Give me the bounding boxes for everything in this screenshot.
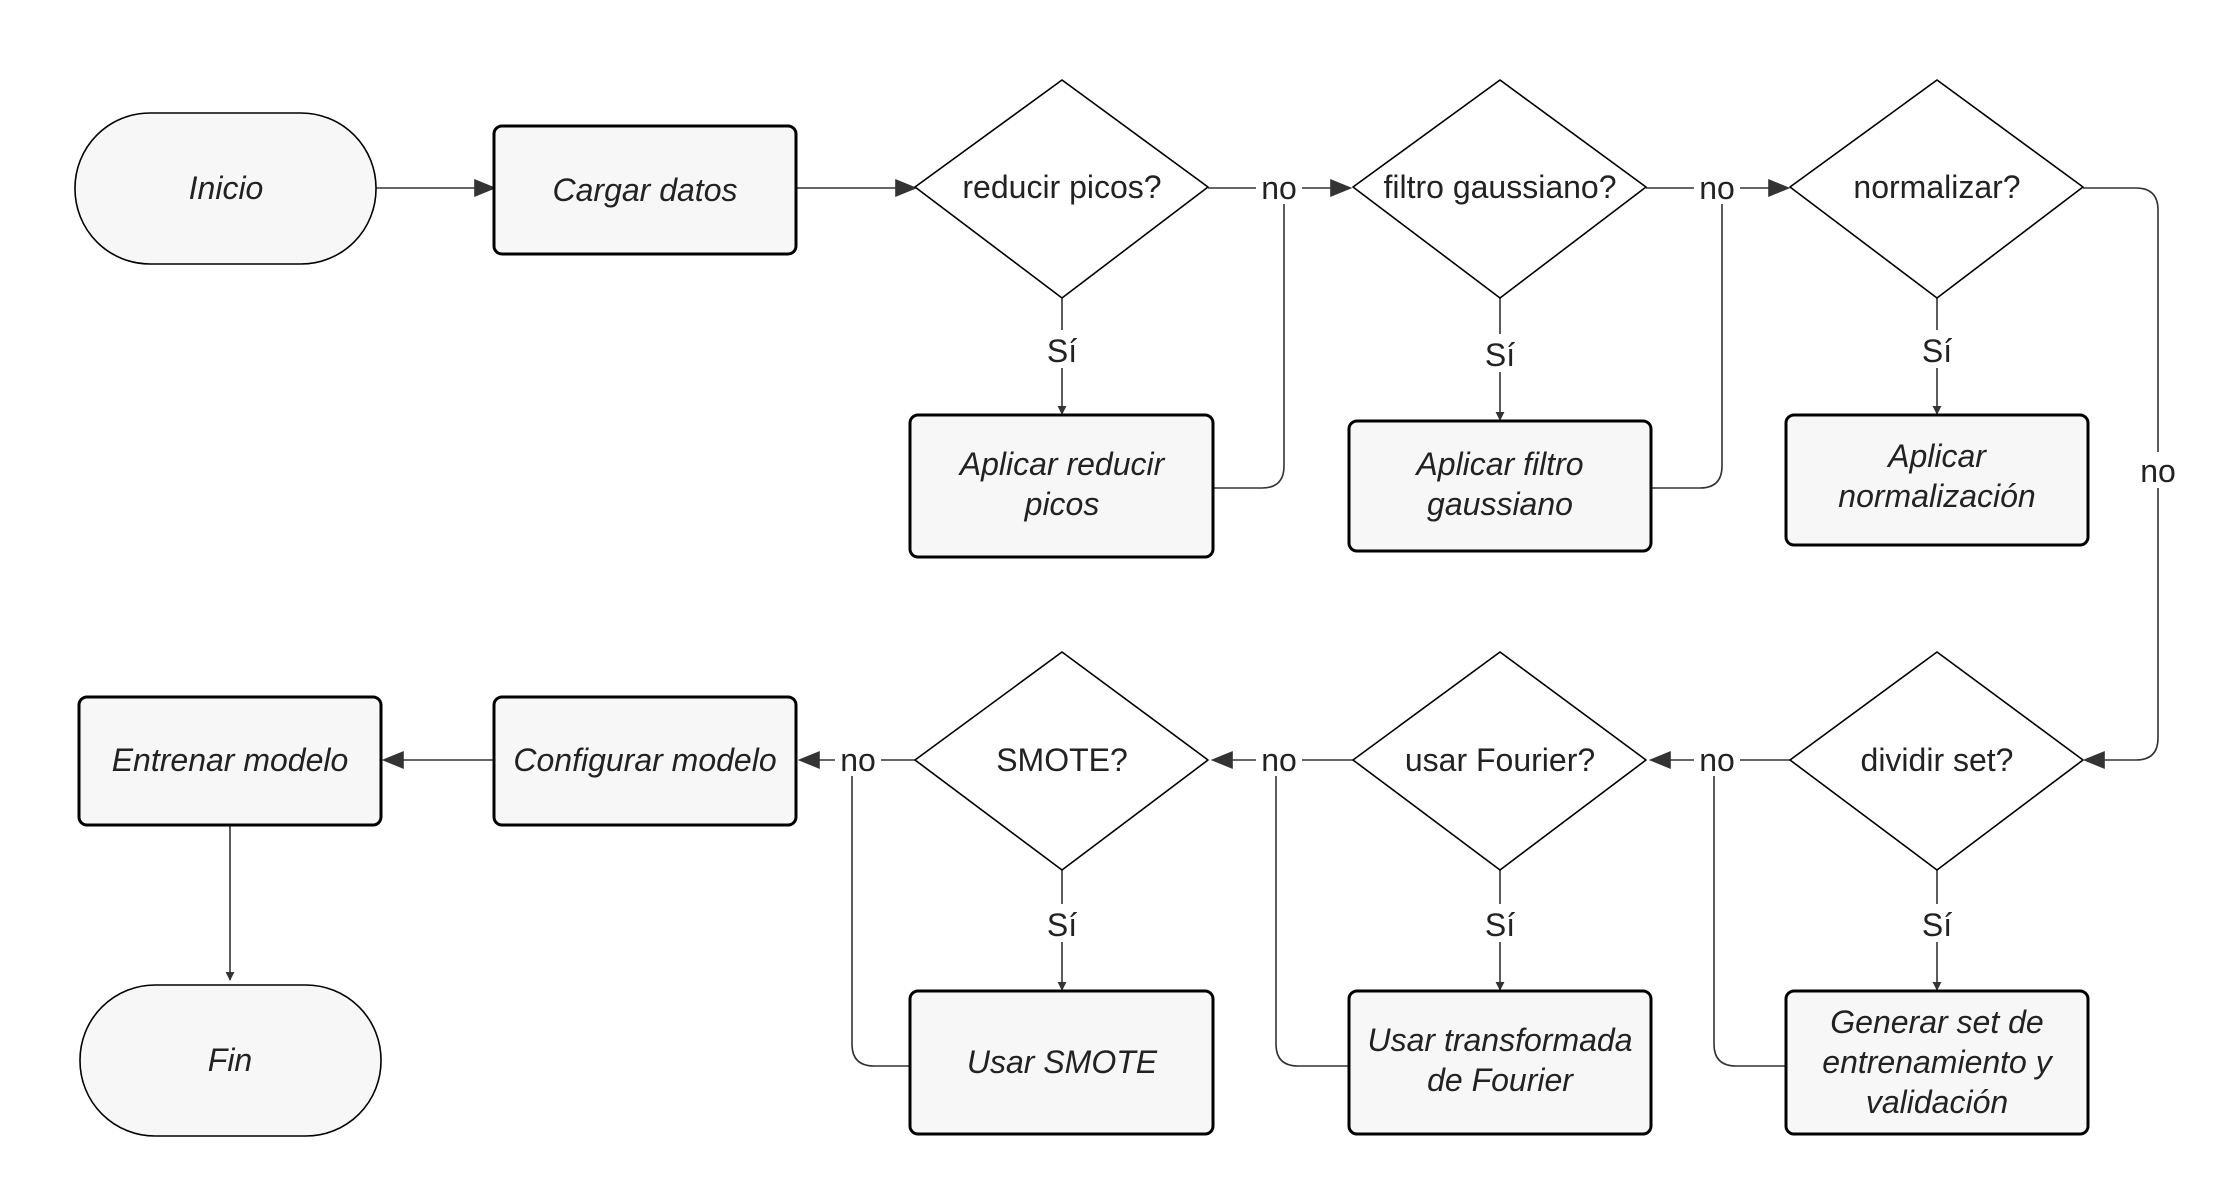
node-fin	[79, 984, 382, 1137]
edge-generar-merge	[1713, 760, 1786, 1067]
label-text: no	[1699, 742, 1735, 778]
node-usar-smote	[908, 989, 1215, 1136]
node-usar-fourier-decision	[1352, 651, 1647, 871]
node-inicio	[74, 112, 377, 265]
label-normalizar-si: Sí	[1917, 330, 1957, 369]
label-fourier-no: no	[1256, 740, 1302, 778]
node-filtro-gaussiano-decision-label: filtro gaussiano?	[1383, 169, 1616, 205]
node-generar-set-label: Generar set de entrenamiento y validación	[1822, 1004, 2053, 1120]
node-label-line: Generar set de	[1830, 1004, 2043, 1040]
edge-aplicar-filtro-merge	[1651, 188, 1723, 489]
node-label-line: normalizar?	[1853, 169, 2020, 205]
label-text: Sí	[1485, 337, 1515, 373]
node-label-line: picos	[1024, 486, 1100, 522]
node-label-line: validación	[1866, 1084, 2008, 1120]
label-smote-no: no	[835, 740, 881, 778]
edge-labels: no no no no no no Sí Sí	[835, 168, 2182, 943]
label-reducir-si: Sí	[1042, 330, 1082, 369]
label-dividir-no: no	[1694, 740, 1740, 778]
label-text: no	[1699, 170, 1735, 206]
node-label-line: de Fourier	[1427, 1062, 1574, 1098]
node-generar-set	[1784, 989, 2090, 1136]
node-fin-label: Fin	[208, 1042, 252, 1078]
label-text: Sí	[1485, 907, 1515, 943]
node-aplicar-reducir-picos-label: Aplicar reducir picos	[958, 446, 1166, 522]
node-dividir-set-decision	[1789, 651, 2084, 871]
node-usar-fourier-decision-label: usar Fourier?	[1405, 742, 1595, 778]
label-text: Sí	[1047, 333, 1077, 369]
label-filtro-no: no	[1694, 168, 1740, 206]
node-smote-decision-label: SMOTE?	[996, 742, 1128, 778]
label-text: no	[1261, 170, 1297, 206]
label-text: Sí	[1047, 907, 1077, 943]
node-label-line: usar Fourier?	[1405, 742, 1595, 778]
node-inicio-label: Inicio	[189, 170, 264, 206]
node-entrenar-modelo	[77, 695, 383, 827]
node-label-line: normalización	[1838, 478, 2035, 514]
edge-fourier-merge	[1275, 760, 1349, 1067]
node-normalizar-decision-label: normalizar?	[1853, 169, 2020, 205]
edge-aplicar-reducir-merge	[1213, 188, 1285, 489]
nodes: Inicio Fin Cargar datos Aplicar reducir p…	[74, 79, 2090, 1137]
node-label-line: Aplicar reducir	[958, 446, 1166, 482]
label-smote-si: Sí	[1042, 904, 1082, 943]
node-usar-fourier	[1347, 989, 1653, 1136]
node-label-line: Aplicar filtro	[1414, 446, 1583, 482]
node-label-line: Cargar datos	[553, 172, 738, 208]
node-label-line: Configurar modelo	[513, 742, 776, 778]
node-entrenar-modelo-label: Entrenar modelo	[112, 742, 349, 778]
node-usar-smote-label: Usar SMOTE	[967, 1044, 1158, 1080]
node-label-line: reducir picos?	[962, 169, 1161, 205]
node-label-line: Entrenar modelo	[112, 742, 349, 778]
node-label-line: Usar transformada	[1368, 1022, 1633, 1058]
node-cargar-datos	[492, 124, 798, 256]
node-cargar-datos-label: Cargar datos	[553, 172, 738, 208]
node-label-line: dividir set?	[1861, 742, 2014, 778]
node-smote-decision	[914, 651, 1209, 871]
edge-smote-merge	[851, 760, 910, 1067]
node-label-line: Aplicar	[1886, 438, 1987, 474]
node-label-line: Inicio	[189, 170, 264, 206]
node-label-line: entrenamiento y	[1822, 1044, 2053, 1080]
label-text: Sí	[1922, 907, 1952, 943]
node-aplicar-reducir-picos	[908, 413, 1215, 559]
node-aplicar-normalizacion-label: Aplicar normalización	[1838, 438, 2035, 514]
node-reducir-picos-decision-label: reducir picos?	[962, 169, 1161, 205]
edges	[225, 179, 2159, 1067]
node-aplicar-filtro-gaussiano-label: Aplicar filtro gaussiano	[1414, 446, 1583, 522]
node-aplicar-normalizacion	[1784, 413, 2090, 547]
node-filtro-gaussiano-decision	[1352, 79, 1647, 299]
label-dividir-si: Sí	[1917, 904, 1957, 943]
node-label-line: SMOTE?	[996, 742, 1128, 778]
node-label-line: Usar SMOTE	[967, 1044, 1158, 1080]
node-normalizar-decision	[1789, 79, 2084, 299]
node-label-line: filtro gaussiano?	[1383, 169, 1616, 205]
label-fourier-si: Sí	[1480, 904, 1520, 943]
label-text: Sí	[1922, 333, 1952, 369]
label-text: no	[2140, 453, 2176, 489]
label-reducir-no: no	[1256, 168, 1302, 206]
node-configurar-modelo	[492, 695, 798, 827]
node-reducir-picos-decision	[914, 79, 1209, 299]
label-text: no	[1261, 742, 1297, 778]
label-text: no	[840, 742, 876, 778]
node-aplicar-filtro-gaussiano	[1347, 419, 1653, 553]
node-configurar-modelo-label: Configurar modelo	[513, 742, 776, 778]
node-label-line: gaussiano	[1427, 486, 1573, 522]
node-usar-fourier-label: Usar transformada de Fourier	[1368, 1022, 1633, 1098]
label-normalizar-no: no	[2134, 452, 2182, 489]
node-dividir-set-decision-label: dividir set?	[1861, 742, 2014, 778]
node-label-line: Fin	[208, 1042, 252, 1078]
label-filtro-si: Sí	[1480, 334, 1520, 373]
